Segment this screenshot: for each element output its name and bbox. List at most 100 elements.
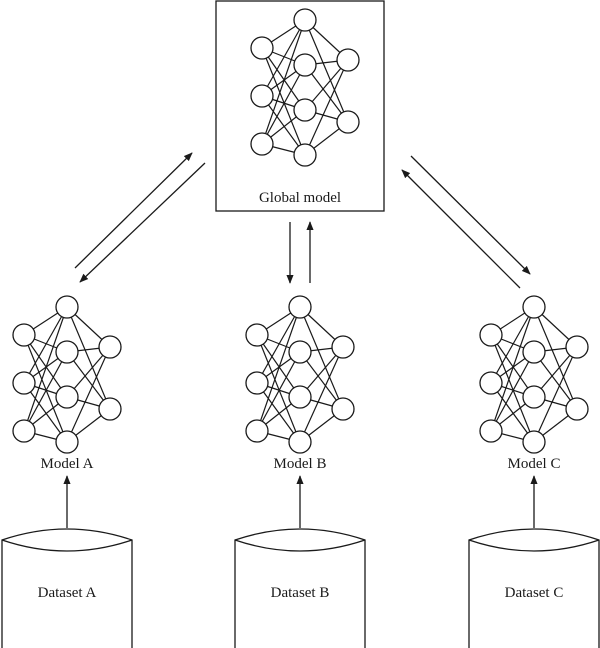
network-node	[336, 48, 360, 72]
network-node	[336, 110, 360, 134]
network-node	[55, 340, 79, 364]
network-edge	[261, 64, 306, 145]
arrow-global-to-c	[410, 155, 531, 275]
cylinder-rim	[234, 539, 366, 552]
network-node	[250, 84, 274, 108]
network-edge	[299, 306, 344, 410]
network-edge	[490, 306, 535, 384]
network-edge	[256, 306, 301, 432]
network-edge	[490, 306, 535, 432]
network-node	[12, 323, 36, 347]
network-edge	[299, 346, 344, 443]
model-b-label: Model B	[274, 456, 327, 472]
model-b-network-icon	[245, 295, 355, 454]
network-edge	[490, 334, 535, 398]
model-c-label: Model C	[508, 456, 561, 472]
cylinder-rim	[468, 539, 600, 552]
network-node	[55, 430, 79, 454]
network-edge	[533, 306, 578, 410]
dataset-b-label: Dataset B	[271, 585, 330, 601]
network-edge	[23, 334, 68, 443]
network-edge	[490, 351, 535, 432]
dataset-a: Dataset A	[1, 528, 133, 648]
network-node	[479, 371, 503, 395]
network-node	[293, 8, 317, 32]
arrow-c-to-global	[401, 169, 521, 289]
network-node	[288, 295, 312, 319]
network-edge	[23, 334, 68, 398]
network-edge	[304, 64, 349, 123]
network-edge	[299, 351, 344, 410]
network-node	[565, 335, 589, 359]
network-node	[522, 340, 546, 364]
network-node	[522, 295, 546, 319]
network-node	[331, 335, 355, 359]
local-model-c: Model C	[479, 295, 589, 472]
network-node	[293, 143, 317, 167]
network-node	[522, 385, 546, 409]
cylinder-body	[234, 528, 366, 648]
network-edge	[261, 19, 306, 145]
network-node	[55, 385, 79, 409]
network-node	[12, 371, 36, 395]
network-node	[479, 323, 503, 347]
network-edge	[66, 306, 111, 410]
sync-arrows	[74, 152, 531, 289]
arrow-a-to-global	[74, 152, 193, 269]
local-model-b: Model B	[245, 295, 355, 472]
network-node	[98, 397, 122, 421]
network-edge	[533, 346, 578, 443]
network-edge	[23, 382, 68, 443]
network-node	[293, 98, 317, 122]
network-node	[331, 397, 355, 421]
network-edge	[304, 19, 349, 123]
network-node	[565, 397, 589, 421]
network-edge	[23, 351, 68, 432]
model-c-network-icon	[479, 295, 589, 454]
network-node	[55, 295, 79, 319]
model-a-label: Model A	[41, 456, 94, 472]
network-edge	[261, 19, 306, 97]
model-a-network-icon	[12, 295, 122, 454]
network-edge	[66, 346, 111, 443]
network-edge	[23, 306, 68, 384]
network-node	[293, 53, 317, 77]
network-edge	[256, 351, 301, 432]
network-edge	[261, 47, 306, 111]
network-edge	[256, 334, 301, 398]
dataset-a-label: Dataset A	[38, 585, 97, 601]
network-edge	[256, 382, 301, 443]
global-network-icon	[250, 8, 360, 167]
network-edge	[66, 351, 111, 410]
network-edge	[256, 306, 301, 384]
network-edge	[261, 95, 306, 156]
dataset-b-cylinder-icon	[234, 528, 366, 648]
network-edge	[23, 306, 68, 432]
network-edge	[490, 334, 535, 443]
cylinder-rim	[1, 539, 133, 552]
network-node	[250, 36, 274, 60]
cylinder-body	[1, 528, 133, 648]
network-edge	[256, 334, 301, 443]
network-node	[288, 430, 312, 454]
cylinder-body	[468, 528, 600, 648]
arrow-global-to-a	[79, 162, 206, 283]
data-arrows	[63, 475, 538, 528]
network-node	[245, 371, 269, 395]
network-edge	[261, 47, 306, 156]
global-model-box: Global model	[215, 0, 385, 212]
dataset-a-cylinder-icon	[1, 528, 133, 648]
dataset-b: Dataset B	[234, 528, 366, 648]
network-node	[250, 132, 274, 156]
network-node	[288, 340, 312, 364]
network-node	[288, 385, 312, 409]
global-model-label: Global model	[259, 190, 341, 206]
dataset-c: Dataset C	[468, 528, 600, 648]
network-node	[522, 430, 546, 454]
dataset-c-label: Dataset C	[505, 585, 564, 601]
network-edge	[490, 382, 535, 443]
network-edge	[533, 351, 578, 410]
network-node	[245, 323, 269, 347]
network-node	[245, 419, 269, 443]
